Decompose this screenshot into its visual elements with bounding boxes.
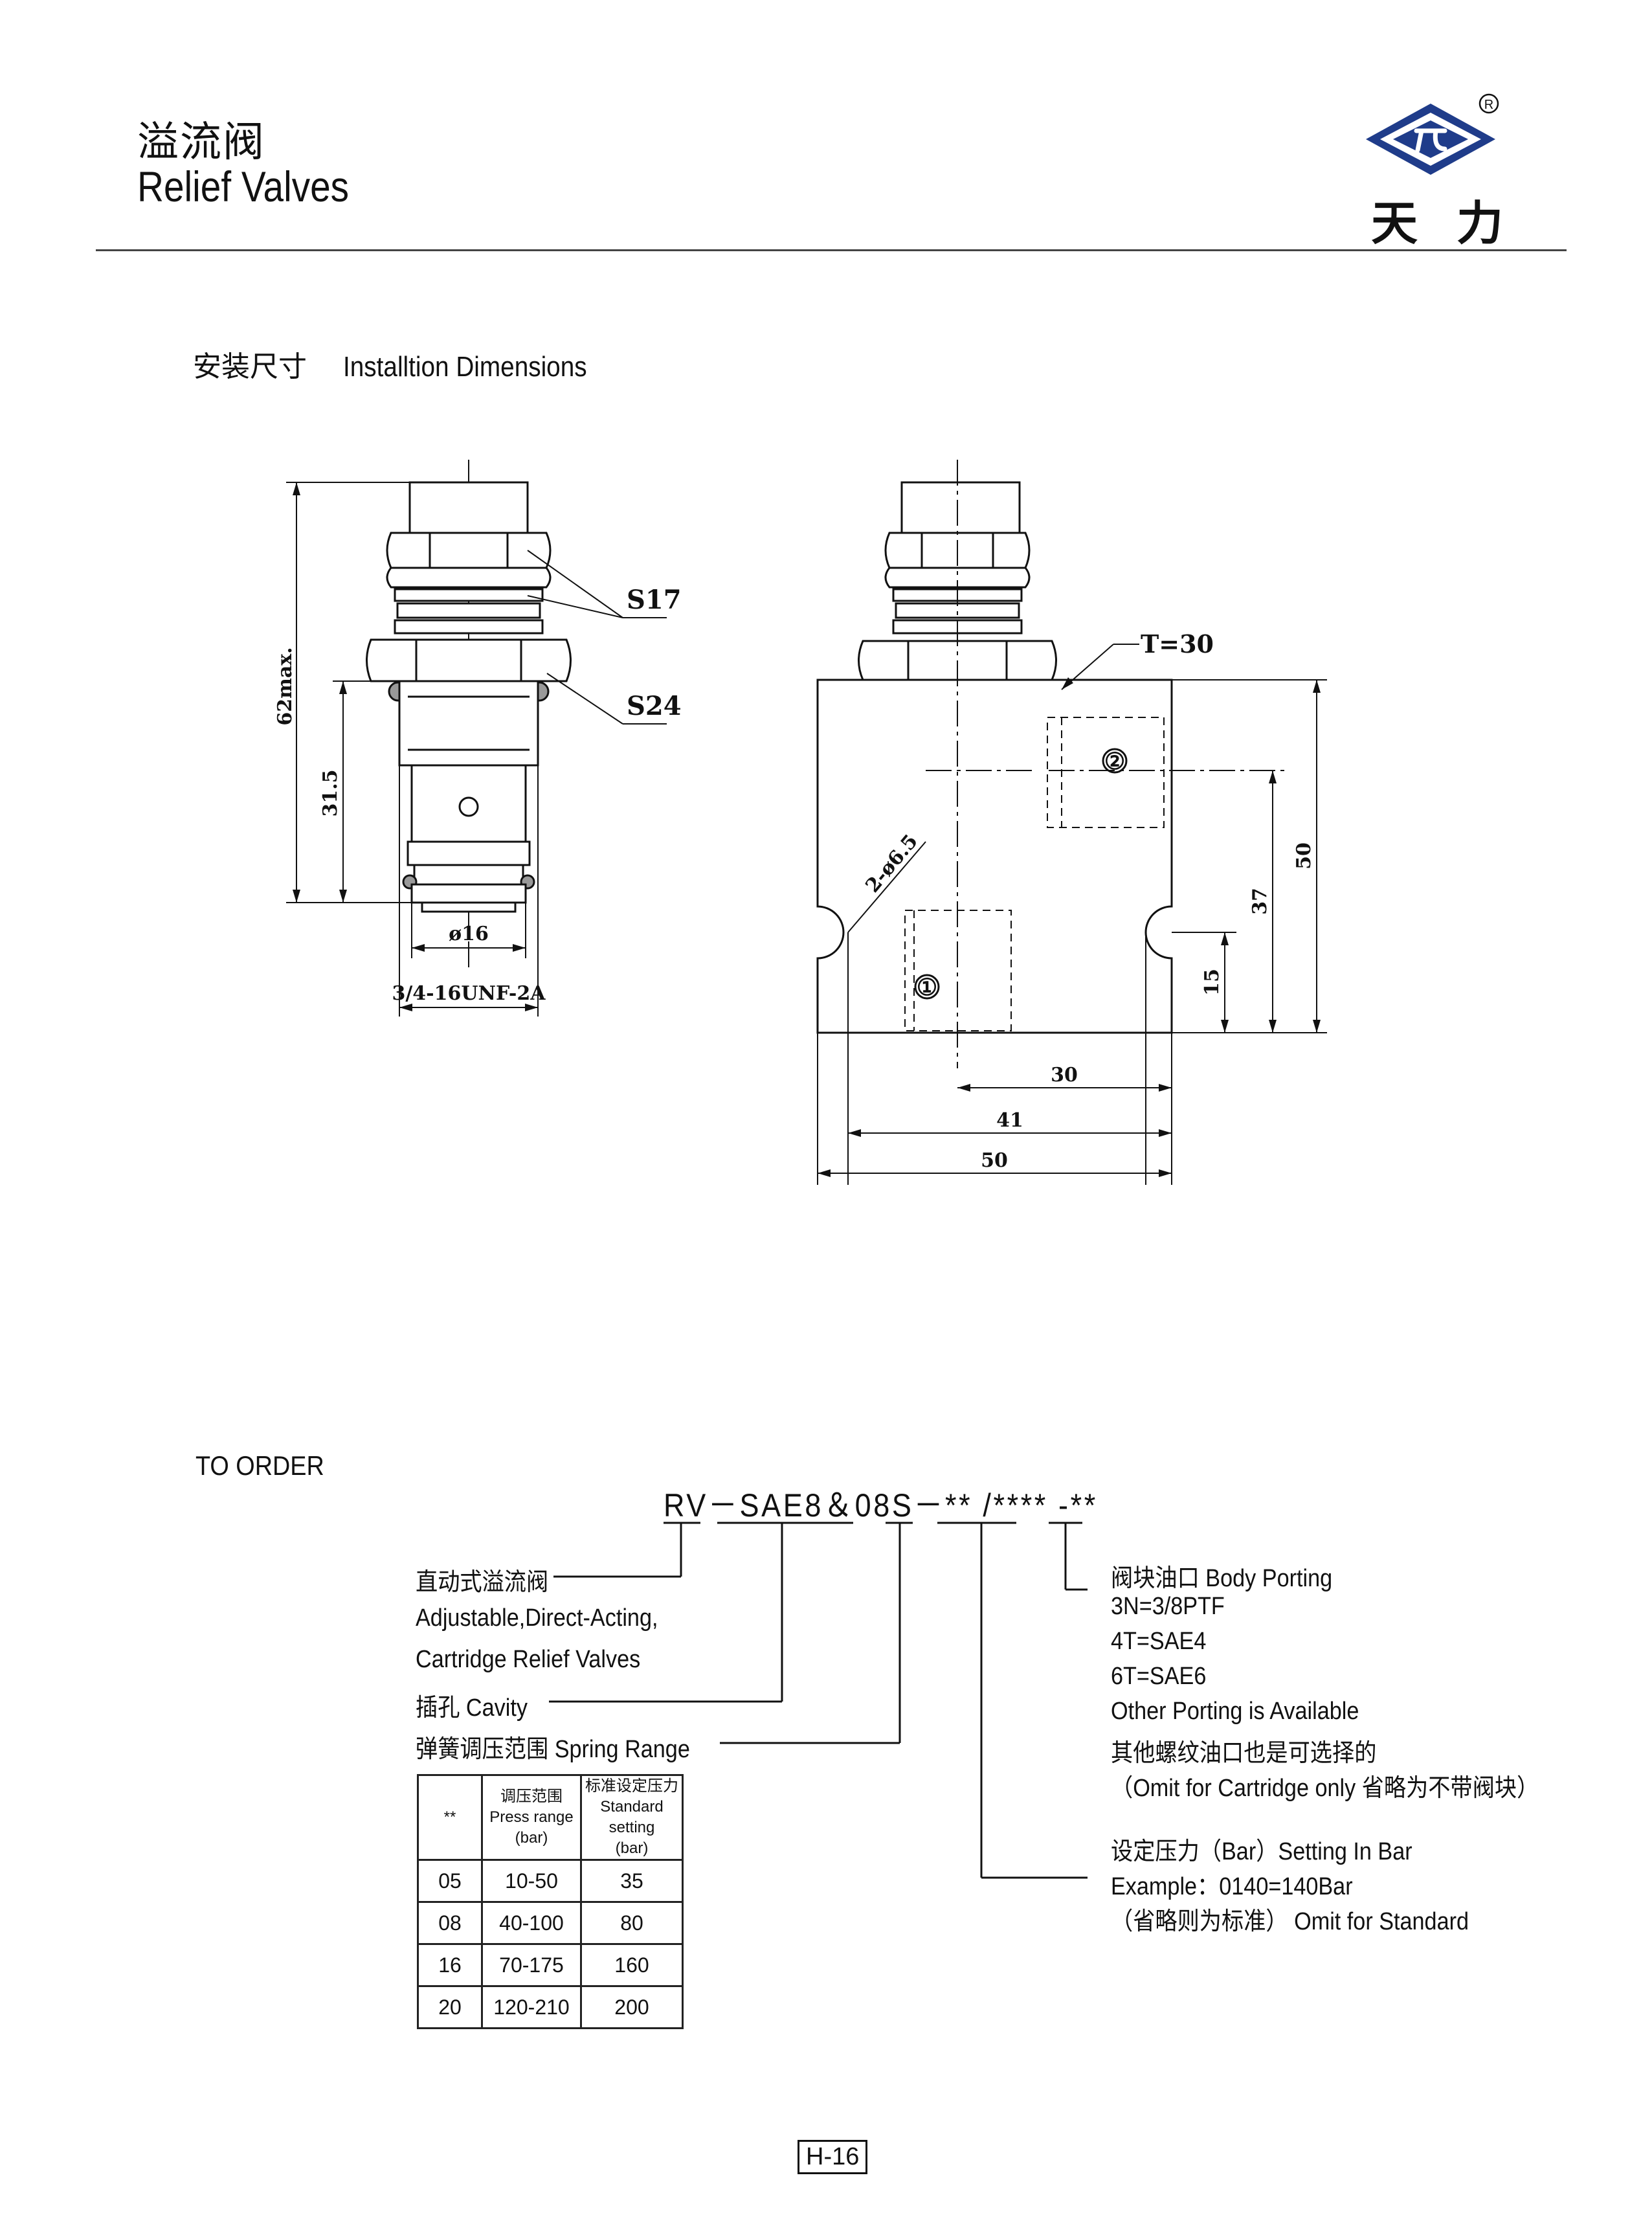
- table-header-row: ** 调压范围 Press range (bar) 标准设定压力 Standar…: [417, 1774, 684, 1861]
- dim-block-height-50: 50: [1293, 842, 1315, 870]
- table-header-code: **: [417, 1774, 483, 1861]
- table-row: 16 70-175 160: [417, 1943, 684, 1987]
- table-cell-setting: 160: [580, 1943, 684, 1987]
- label-thickness: T=30: [1141, 629, 1214, 658]
- table-header-press-range: 调压范围 Press range (bar): [481, 1774, 582, 1861]
- label-hex-s24: S24: [627, 691, 682, 721]
- table-row: 05 10-50 35: [417, 1859, 684, 1903]
- label-porting-other-cn: 其他螺纹油口也是可选择的: [1111, 1740, 1377, 1767]
- page-number: H-16: [798, 2140, 868, 2174]
- order-code: RV－SAE8＆08S－** /**** -**: [664, 1487, 1098, 1523]
- left-view-cartridge: [366, 460, 572, 971]
- label-spring-range: 弹簧调压范围 Spring Range: [416, 1736, 690, 1763]
- label-type-en-2: Cartridge Relief Valves: [416, 1646, 641, 1673]
- table-cell-code: 20: [417, 1985, 483, 2029]
- label-body-porting: 阀块油口 Body Porting: [1111, 1565, 1333, 1592]
- label-hex-s17: S17: [627, 585, 682, 615]
- spring-range-table: ** 调压范围 Press range (bar) 标准设定压力 Standar…: [417, 1774, 684, 2029]
- right-view-block: [816, 460, 1288, 1185]
- label-porting-6t: 6T=SAE6: [1111, 1663, 1207, 1690]
- table-cell-code: 08: [417, 1901, 483, 1945]
- label-porting-3n: 3N=3/8PTF: [1111, 1593, 1225, 1620]
- table-cell-range: 10-50: [481, 1859, 582, 1903]
- table-row: 20 120-210 200: [417, 1985, 684, 2029]
- table-cell-code: 05: [417, 1859, 483, 1903]
- label-porting-other-en: Other Porting is Available: [1111, 1698, 1359, 1725]
- table-row: 08 40-100 80: [417, 1901, 684, 1945]
- dim-notch-height-15: 15: [1201, 969, 1223, 996]
- table-header-standard-setting: 标准设定压力 Standard setting (bar): [580, 1774, 684, 1861]
- label-porting-omit: （Omit for Cartridge only 省略为不带阀块）: [1111, 1775, 1539, 1802]
- registered-mark-icon: [1479, 93, 1499, 114]
- label-cavity: 插孔 Cavity: [416, 1694, 528, 1722]
- table-cell-setting: 80: [580, 1901, 684, 1945]
- table-cell-setting: 35: [580, 1859, 684, 1903]
- left-view-arrows: [293, 482, 538, 1011]
- section-title: 安装尺寸 Installtion Dimensions: [193, 343, 620, 385]
- page-title-cn: 溢流阀: [137, 118, 265, 165]
- table-cell-range: 120-210: [481, 1985, 582, 2029]
- section-title-cn: 安装尺寸: [193, 351, 307, 383]
- page-title-en: Relief Valves: [137, 163, 350, 210]
- order-callout-lines: [549, 1522, 1088, 1879]
- table-cell-code: 16: [417, 1943, 483, 1987]
- left-view-dimensions: [286, 482, 667, 1017]
- label-setting-omit: （省略则为标准） Omit for Standard: [1111, 1908, 1469, 1935]
- order-title: TO ORDER: [195, 1450, 324, 1481]
- brand-name: 天力: [1371, 196, 1543, 251]
- right-view-arrows: [818, 677, 1321, 1177]
- table-cell-setting: 200: [580, 1985, 684, 2029]
- label-setting-example: Example：0140=140Bar: [1111, 1873, 1353, 1900]
- label-setting-title: 设定压力（Bar）Setting In Bar: [1111, 1838, 1412, 1865]
- dim-diameter: ø16: [449, 923, 489, 945]
- label-type-cn: 直动式溢流阀: [416, 1569, 549, 1596]
- label-type-en-1: Adjustable,Direct-Acting,: [416, 1604, 658, 1632]
- table-cell-range: 70-175: [481, 1943, 582, 1987]
- label-porting-4t: 4T=SAE4: [1111, 1628, 1207, 1655]
- table-cell-range: 40-100: [481, 1901, 582, 1945]
- dim-overall-height: 62max.: [274, 647, 296, 725]
- section-title-en: Installtion Dimensions: [343, 351, 587, 383]
- dim-width-41: 41: [996, 1109, 1023, 1132]
- label-port-2: ②: [1104, 748, 1125, 775]
- svg-text:R: R: [1484, 98, 1493, 112]
- dim-port2-height-37: 37: [1249, 888, 1271, 915]
- dim-thread: 3/4-16UNF-2A: [392, 982, 546, 1005]
- label-port-1: ①: [917, 974, 937, 1001]
- brand-logo: R: [1366, 93, 1499, 175]
- dim-width-30: 30: [1051, 1064, 1078, 1086]
- header-divider: [96, 249, 1567, 251]
- dim-width-50: 50: [981, 1149, 1008, 1172]
- dim-seat-height: 31.5: [319, 769, 342, 816]
- right-view-dimensions: [817, 644, 1327, 1185]
